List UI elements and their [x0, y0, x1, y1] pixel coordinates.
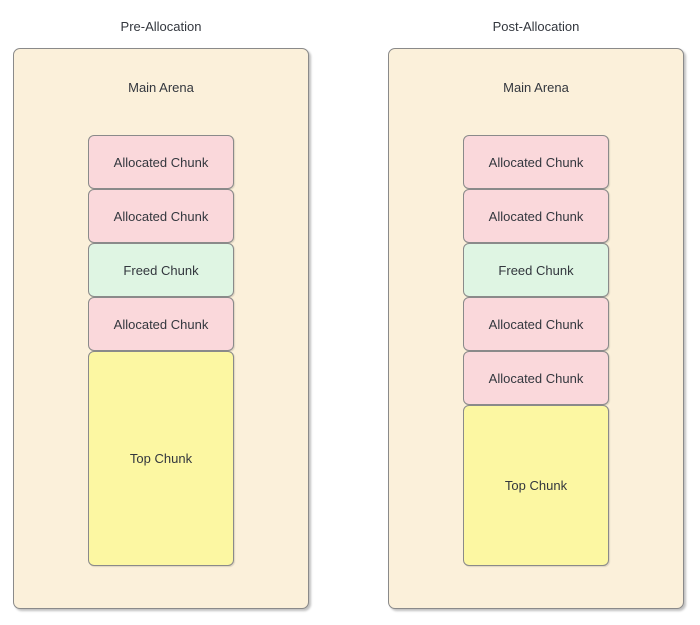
arena-label: Main Arena — [128, 80, 194, 95]
allocated-chunk: Allocated Chunk — [88, 135, 234, 189]
allocated-chunk: Allocated Chunk — [88, 189, 234, 243]
allocated-chunk: Allocated Chunk — [463, 351, 609, 405]
chunk-stack: Allocated Chunk Allocated Chunk Freed Ch… — [463, 135, 609, 566]
main-arena-box-post: Main Arena Allocated Chunk Allocated Chu… — [388, 48, 684, 609]
top-chunk: Top Chunk — [463, 405, 609, 566]
chunk-label: Allocated Chunk — [488, 154, 584, 170]
allocated-chunk: Allocated Chunk — [463, 189, 609, 243]
chunk-label: Top Chunk — [129, 451, 193, 466]
pre-allocation-panel: Pre-Allocation Main Arena Allocated Chun… — [13, 19, 309, 609]
chunk-label: Allocated Chunk — [113, 208, 209, 224]
chunk-label: Freed Chunk — [498, 262, 574, 278]
main-arena-box-pre: Main Arena Allocated Chunk Allocated Chu… — [13, 48, 309, 609]
freed-chunk: Freed Chunk — [463, 243, 609, 297]
arena-label: Main Arena — [503, 80, 569, 95]
top-chunk: Top Chunk — [88, 351, 234, 566]
chunk-label: Allocated Chunk — [113, 316, 209, 332]
allocated-chunk: Allocated Chunk — [463, 135, 609, 189]
allocated-chunk: Allocated Chunk — [88, 297, 234, 351]
chunk-label: Allocated Chunk — [113, 154, 209, 170]
chunk-label: Allocated Chunk — [488, 316, 584, 332]
panel-title-post: Post-Allocation — [492, 19, 580, 34]
chunk-label: Top Chunk — [504, 478, 568, 493]
chunk-label: Allocated Chunk — [488, 370, 584, 386]
chunk-label: Freed Chunk — [123, 262, 199, 278]
allocated-chunk: Allocated Chunk — [463, 297, 609, 351]
chunk-stack: Allocated Chunk Allocated Chunk Freed Ch… — [88, 135, 234, 566]
panel-title-pre: Pre-Allocation — [120, 19, 202, 34]
chunk-label: Allocated Chunk — [488, 208, 584, 224]
post-allocation-panel: Post-Allocation Main Arena Allocated Chu… — [388, 19, 684, 609]
freed-chunk: Freed Chunk — [88, 243, 234, 297]
